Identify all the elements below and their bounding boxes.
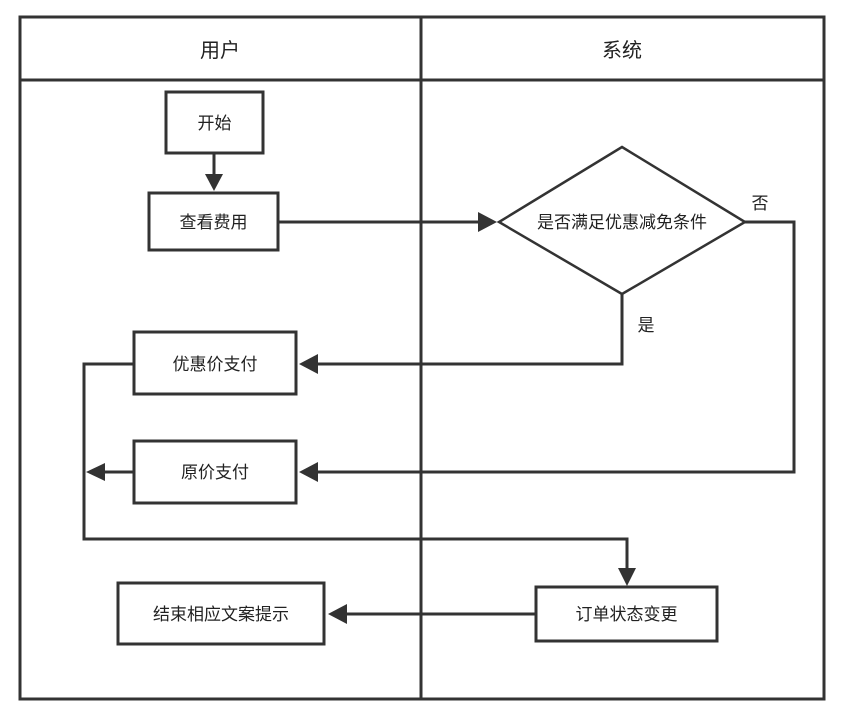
node-decision-label: 是否满足优惠减免条件 bbox=[537, 213, 707, 233]
arrowhead-discount-pay bbox=[299, 354, 318, 374]
edge-no-to-original-pay bbox=[316, 220, 796, 474]
connectors bbox=[82, 153, 796, 624]
node-end-prompt: 结束相应文案提示 bbox=[116, 581, 326, 646]
node-order-status: 订单状态变更 bbox=[534, 585, 719, 643]
swimlane-frame bbox=[18, 15, 826, 701]
lane-title-user: 用户 bbox=[200, 38, 240, 62]
node-order-status-label: 订单状态变更 bbox=[576, 605, 678, 625]
arrowhead-order-status bbox=[618, 568, 636, 586]
node-view-fee-label: 查看费用 bbox=[180, 213, 248, 233]
node-view-fee: 查看费用 bbox=[147, 191, 280, 252]
arrowhead-bus bbox=[86, 463, 105, 481]
edge-label-no: 否 bbox=[752, 194, 769, 214]
node-discount-pay-label: 优惠价支付 bbox=[173, 355, 258, 375]
node-original-pay-label: 原价支付 bbox=[181, 463, 249, 483]
node-start: 开始 bbox=[164, 90, 265, 155]
node-decision: 是否满足优惠减免条件 bbox=[496, 145, 748, 296]
arrowhead-original-pay bbox=[299, 462, 318, 482]
node-end-prompt-label: 结束相应文案提示 bbox=[153, 605, 289, 625]
node-start-label: 开始 bbox=[198, 114, 232, 134]
lane-title-system: 系统 bbox=[602, 38, 642, 62]
arrowhead-view-fee bbox=[205, 174, 223, 191]
node-discount-pay: 优惠价支付 bbox=[132, 330, 298, 396]
edge-label-yes: 是 bbox=[638, 316, 655, 336]
arrowhead-end-prompt bbox=[328, 604, 347, 624]
edge-yes-to-discount-pay bbox=[316, 294, 624, 366]
node-original-pay: 原价支付 bbox=[132, 439, 298, 505]
edge-payment-to-order-status bbox=[82, 362, 629, 570]
arrowhead-decision bbox=[478, 212, 497, 232]
